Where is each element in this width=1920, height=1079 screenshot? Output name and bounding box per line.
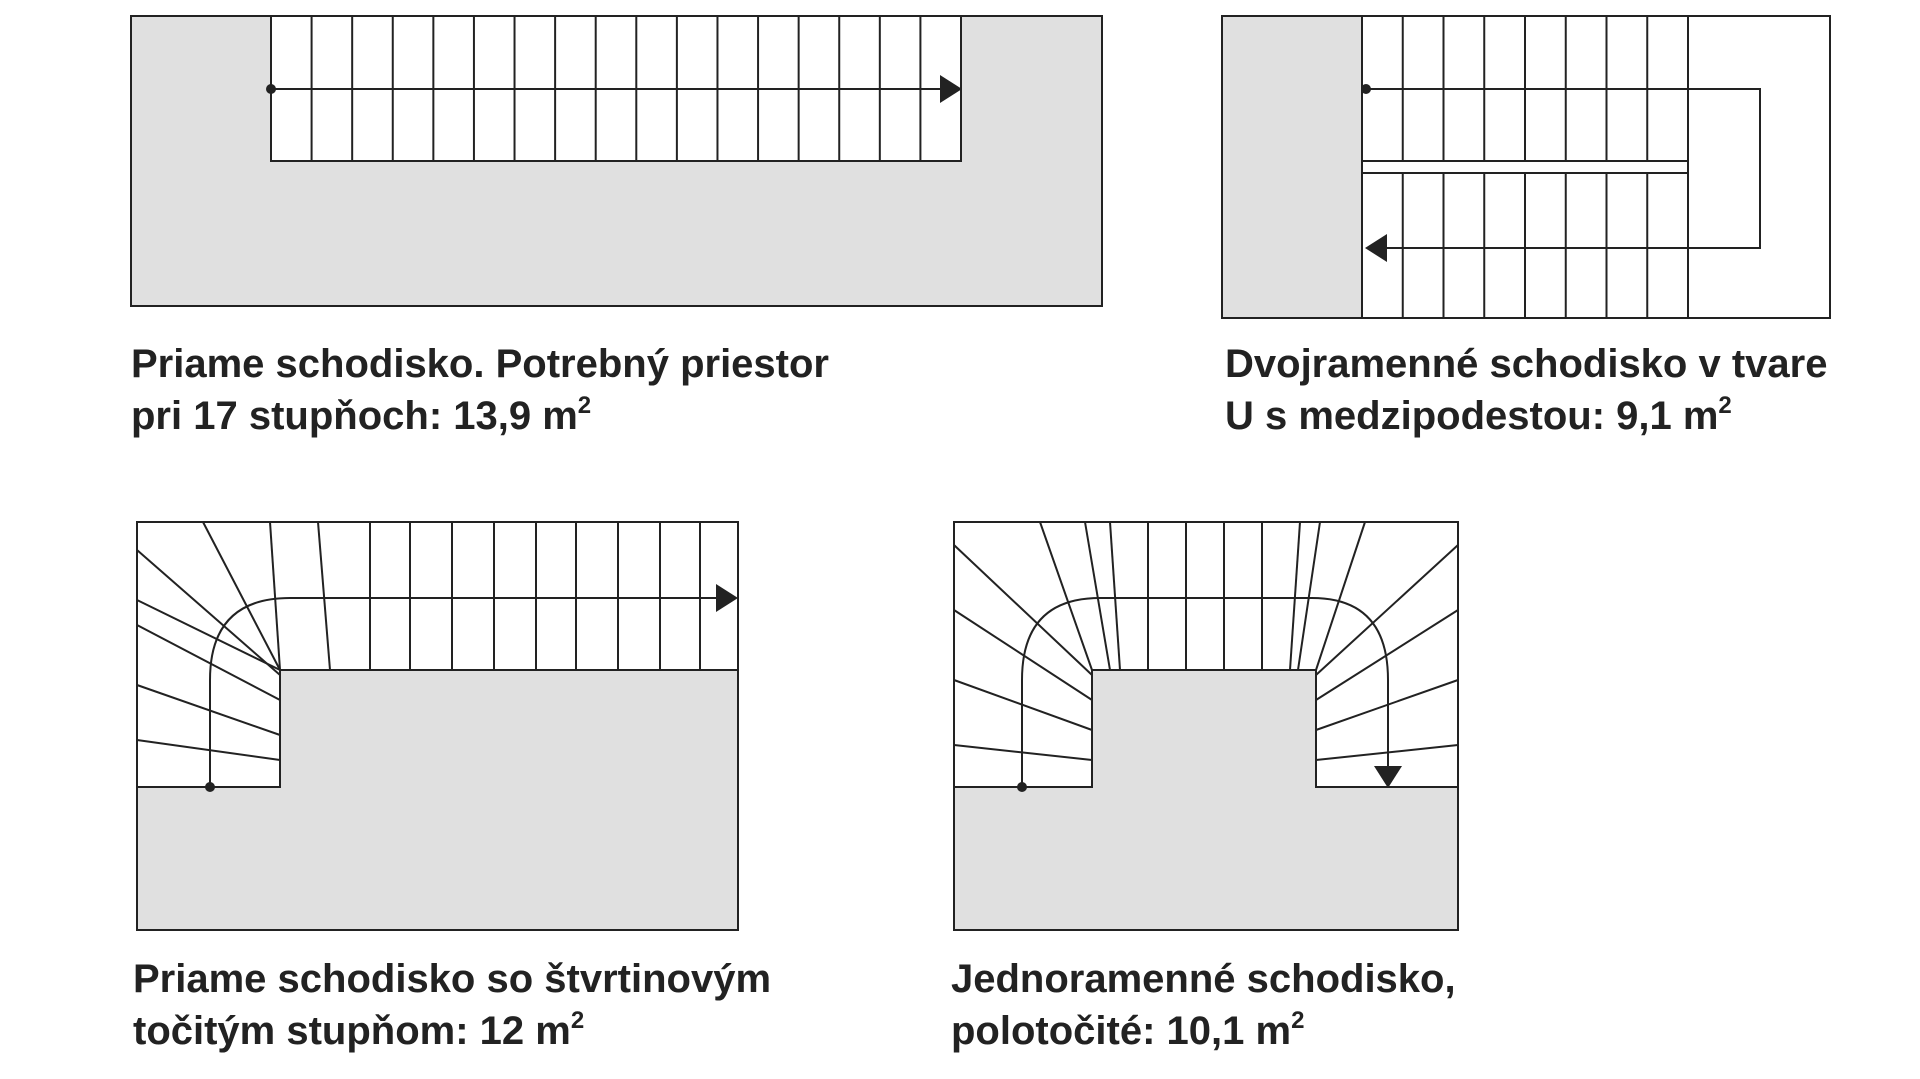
caption-half-line1: Jednoramenné schodisko, bbox=[951, 957, 1456, 1001]
quarter-turn-stair-plan bbox=[136, 521, 739, 931]
caption-half-area: polotočité: 10,1 m bbox=[951, 1009, 1292, 1053]
floor-area bbox=[138, 670, 737, 929]
winder-line bbox=[1315, 609, 1459, 701]
caption-u-line1: Dvojramenné schodisko v tvare bbox=[1225, 342, 1828, 386]
caption-straight-stair: Priame schodisko. Potrebný priestor pri … bbox=[131, 338, 829, 442]
start-dot bbox=[266, 84, 276, 94]
stair-edge bbox=[954, 669, 1458, 788]
walking-line bbox=[1021, 597, 1389, 787]
u-shaped-stair-plan bbox=[1221, 15, 1831, 319]
winder-line bbox=[1289, 521, 1301, 671]
winder-line bbox=[136, 599, 281, 671]
caption-quarter-line1: Priame schodisko so štvrtinovým bbox=[133, 957, 772, 1001]
start-dot bbox=[1017, 782, 1027, 792]
unit-superscript: 2 bbox=[1291, 1006, 1305, 1034]
winder-line bbox=[136, 684, 281, 736]
caption-quarter-area: točitým stupňom: 12 m bbox=[133, 1009, 571, 1053]
direction-arrow bbox=[716, 584, 738, 612]
caption-u-shaped-stair: Dvojramenné schodisko v tvare U s medzip… bbox=[1225, 338, 1827, 442]
start-dot bbox=[205, 782, 215, 792]
caption-quarter-line2: točitým stupňom: 12 m2 bbox=[133, 1005, 771, 1057]
floor-area bbox=[1223, 17, 1362, 317]
straight-stair-plan bbox=[130, 15, 1103, 307]
unit-superscript: 2 bbox=[1718, 391, 1732, 419]
winder-line bbox=[317, 521, 331, 671]
winder-line bbox=[953, 544, 1093, 676]
caption-u-line2: U s medzipodestou: 9,1 m2 bbox=[1225, 390, 1827, 442]
direction-arrow bbox=[1365, 234, 1387, 262]
winder-line bbox=[1039, 521, 1093, 671]
floor-area bbox=[955, 670, 1457, 929]
caption-straight-line2: pri 17 stupňoch: 13,9 m2 bbox=[131, 390, 829, 442]
winder-line bbox=[1315, 521, 1366, 671]
winder-line bbox=[1109, 521, 1121, 671]
caption-quarter-turn-stair: Priame schodisko so štvrtinovým točitým … bbox=[133, 953, 771, 1057]
walking-line bbox=[209, 597, 718, 787]
caption-straight-area: pri 17 stupňoch: 13,9 m bbox=[131, 394, 578, 438]
caption-u-area: U s medzipodestou: 9,1 m bbox=[1225, 394, 1719, 438]
winder-line bbox=[136, 624, 281, 701]
winder-line bbox=[136, 739, 281, 761]
caption-half-turn-stair: Jednoramenné schodisko, polotočité: 10,1… bbox=[951, 953, 1456, 1057]
winder-line bbox=[1297, 521, 1321, 671]
winder-line bbox=[1315, 544, 1459, 676]
winder-line bbox=[1084, 521, 1111, 671]
direction-arrow bbox=[940, 75, 962, 103]
direction-arrow bbox=[1374, 766, 1402, 788]
winder-line bbox=[202, 521, 281, 671]
winder-line bbox=[136, 549, 281, 676]
winder-line bbox=[953, 609, 1093, 701]
winder-line bbox=[269, 521, 281, 671]
caption-straight-line1: Priame schodisko. Potrebný priestor bbox=[131, 342, 829, 386]
half-turn-stair-plan bbox=[953, 521, 1459, 931]
unit-superscript: 2 bbox=[570, 1006, 585, 1034]
start-dot bbox=[1361, 84, 1371, 94]
walking-line bbox=[1366, 88, 1761, 249]
unit-superscript: 2 bbox=[577, 391, 592, 419]
caption-half-line2: polotočité: 10,1 m2 bbox=[951, 1005, 1456, 1057]
